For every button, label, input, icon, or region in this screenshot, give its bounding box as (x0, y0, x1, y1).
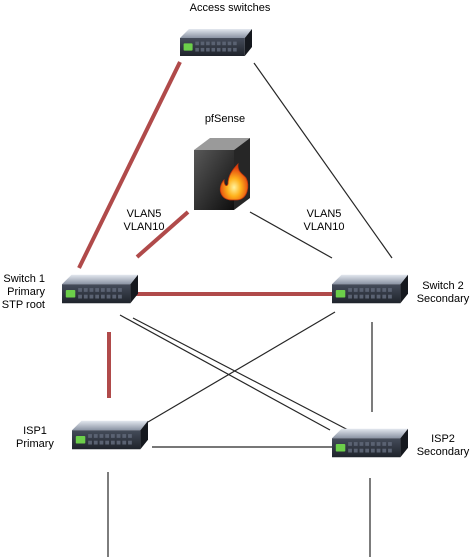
vlan-label-right: VLAN5 VLAN10 (298, 208, 350, 234)
link-switch2-isp1 (147, 311, 336, 423)
switch1-icon (62, 274, 138, 304)
switch1-stp: STP root (1, 299, 45, 311)
vlan-right-line1: VLAN5 (306, 208, 342, 220)
isp2-role: Secondary (416, 446, 470, 458)
switch1-name: Switch 1 (3, 273, 45, 285)
isp1-icon (72, 420, 148, 450)
isp1-role: Primary (16, 438, 54, 450)
access-switch-icon (180, 29, 252, 56)
vlan-right-line2: VLAN10 (303, 221, 345, 233)
link-access-switch1-primary (77, 61, 182, 269)
link-switch1-switch2-cross (119, 314, 331, 431)
switch1-label: Switch 1 Primary STP root (0, 273, 45, 312)
pfsense-label: pfSense (204, 113, 246, 125)
switch2-icon (332, 274, 408, 304)
switch2-label: Switch 2 Secondary (412, 280, 474, 306)
switch2-name: Switch 2 (422, 280, 464, 292)
link-pfsense-switch1-primary (135, 210, 190, 259)
vlan-label-left: VLAN5 VLAN10 (118, 208, 170, 234)
isp2-name: ISP2 (431, 433, 455, 445)
isp2-label: ISP2 Secondary (412, 433, 474, 459)
isp1-name: ISP1 (23, 425, 47, 437)
isp2-icon (332, 428, 408, 458)
isp1-label: ISP1 Primary (10, 425, 60, 451)
vlan-left-line1: VLAN5 (126, 208, 162, 220)
switch2-role: Secondary (416, 293, 470, 305)
firewall-icon (194, 138, 250, 210)
vlan-left-line2: VLAN10 (123, 221, 165, 233)
link-switch1-isp2 (132, 317, 353, 433)
link-pfsense-switch2 (249, 211, 333, 259)
switch1-role: Primary (7, 286, 45, 298)
access-switches-label: Access switches (189, 2, 271, 14)
link-access-switch2 (253, 62, 393, 259)
